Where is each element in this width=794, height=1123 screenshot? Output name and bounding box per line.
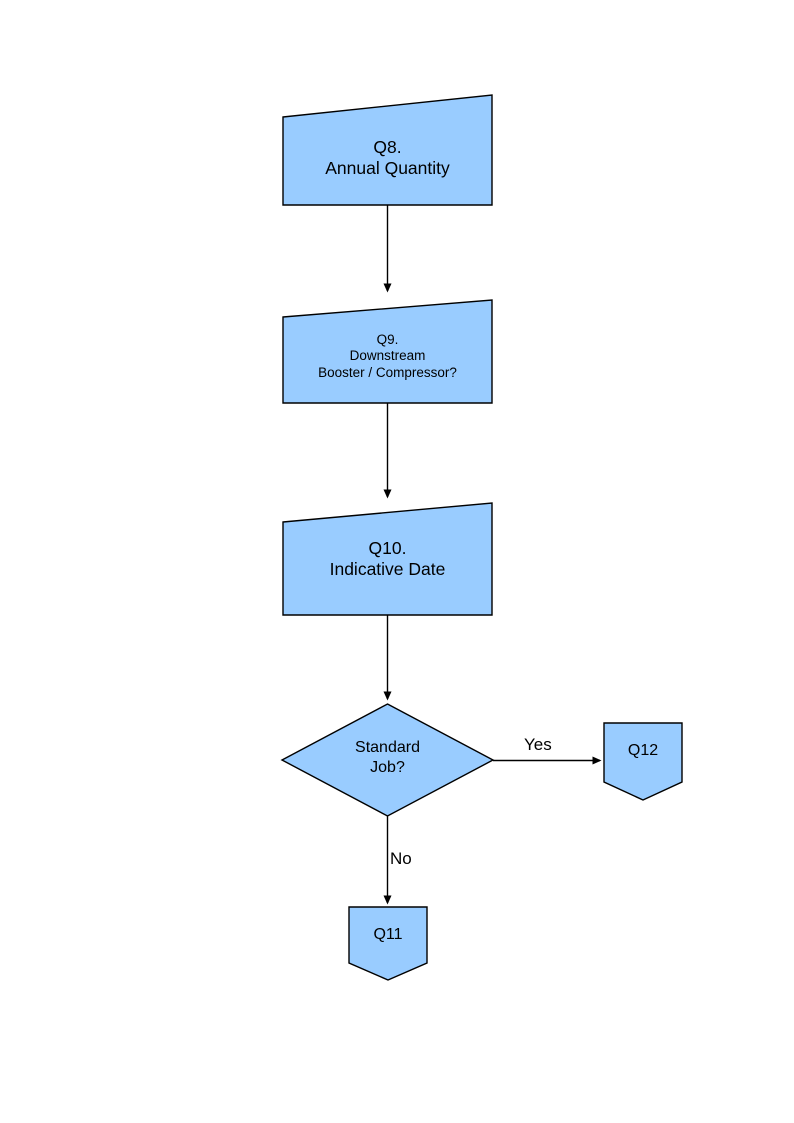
node-q11[interactable] [348, 906, 428, 981]
edge-label-no: No [390, 849, 412, 868]
node-q12[interactable] [603, 722, 683, 801]
node-q8[interactable] [282, 94, 493, 206]
node-q9[interactable] [282, 299, 493, 404]
node-decision-standard-job[interactable] [280, 703, 495, 817]
node-q10[interactable] [282, 502, 493, 616]
edge-label-yes: Yes [524, 735, 552, 754]
